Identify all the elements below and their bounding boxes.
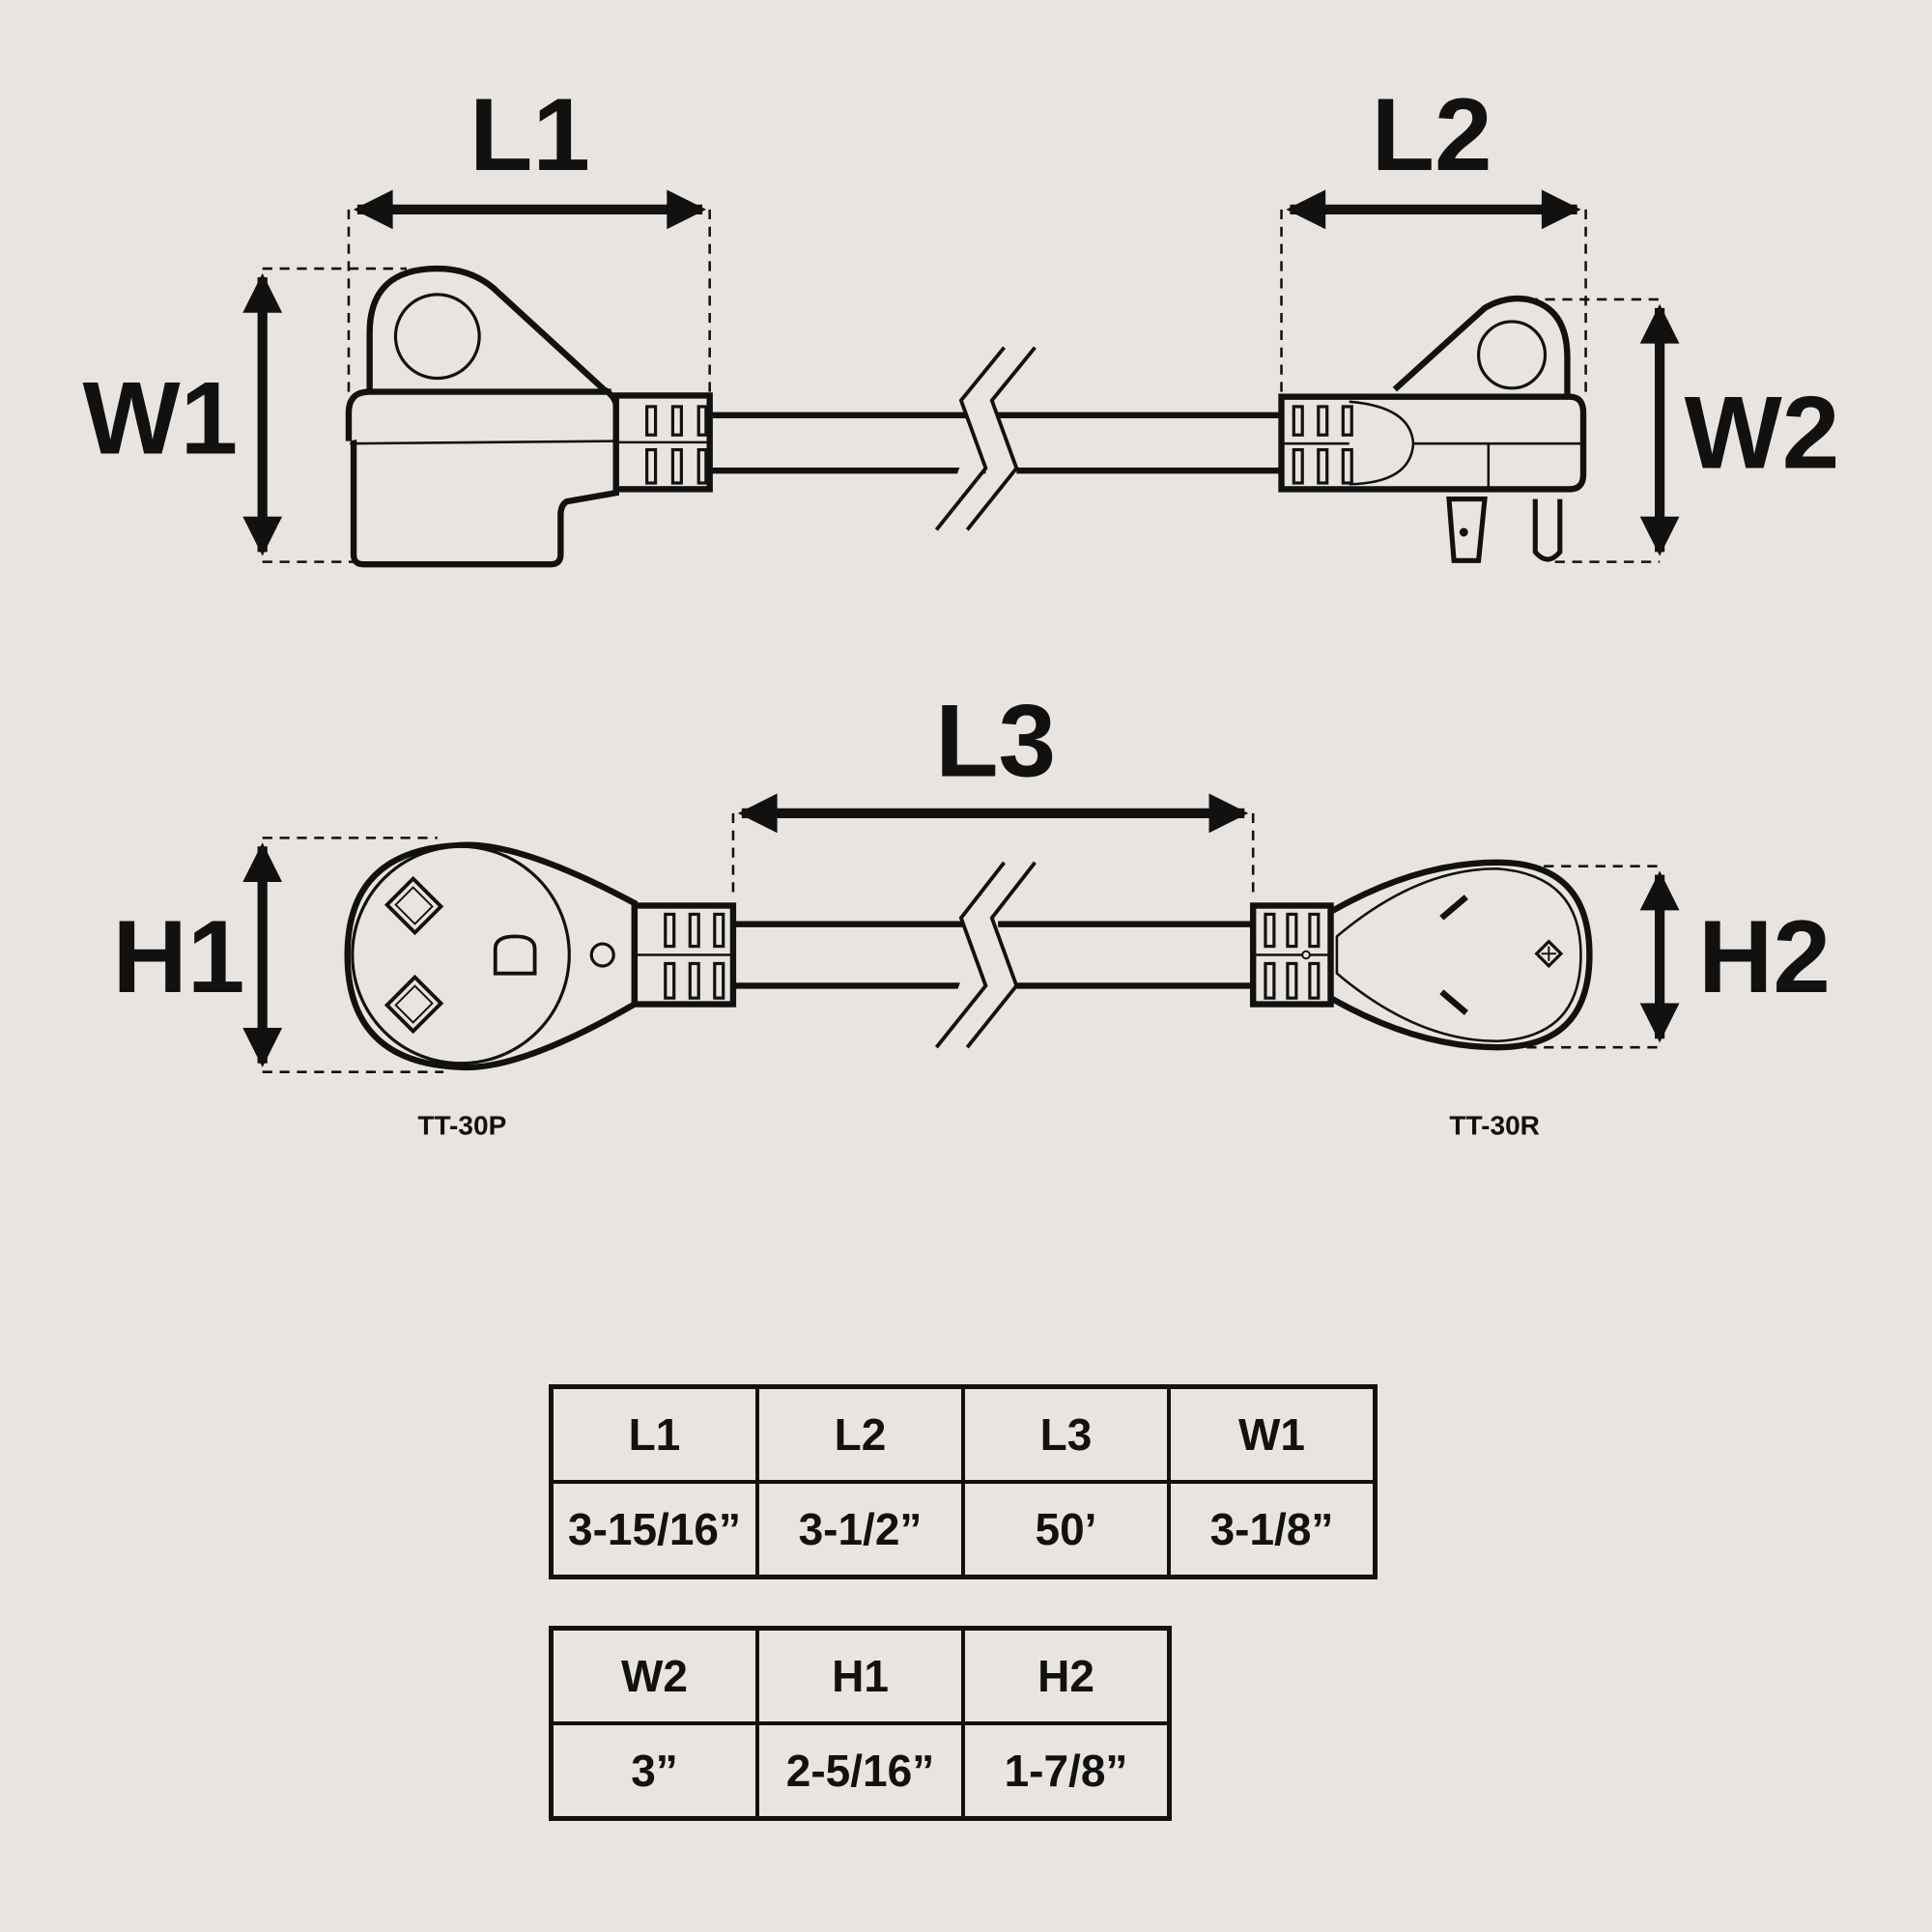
right-angle-connector xyxy=(345,265,713,568)
table-cell: 3-1/2” xyxy=(755,1480,965,1579)
table-cell: 1-7/8” xyxy=(961,1721,1172,1821)
tt-30p-caption: TT-30P xyxy=(417,1111,506,1141)
table-cell: 50’ xyxy=(961,1480,1171,1579)
label-h1: H1 xyxy=(112,898,244,1014)
tt-30r-receptacle-face xyxy=(1250,859,1593,1051)
label-l1: L1 xyxy=(469,76,590,192)
table-header: W2 xyxy=(549,1626,759,1725)
right-angle-plug xyxy=(1278,295,1587,563)
label-w1: W1 xyxy=(82,359,238,475)
label-l2: L2 xyxy=(1372,76,1492,192)
table-cell: 3” xyxy=(549,1721,759,1821)
table-cell: 3-1/8” xyxy=(1167,1480,1378,1579)
label-h2: H2 xyxy=(1698,898,1831,1014)
table-header: W1 xyxy=(1167,1384,1378,1484)
dimensions-table-1: L1 L2 L3 W1 3-15/16” 3-1/2” 50’ 3-1/8” xyxy=(549,1384,1378,1579)
table-header: L1 xyxy=(549,1384,759,1484)
top-cable xyxy=(709,346,1282,531)
table-header: H2 xyxy=(961,1626,1172,1725)
bottom-cable xyxy=(732,861,1254,1049)
tt-30r-caption: TT-30R xyxy=(1449,1111,1540,1141)
table-header: L3 xyxy=(961,1384,1171,1484)
table-cell: 2-5/16” xyxy=(755,1721,965,1821)
label-l3: L3 xyxy=(935,683,1056,799)
tt-30p-plug-face xyxy=(344,841,737,1071)
table-header: L2 xyxy=(755,1384,965,1484)
label-w2: W2 xyxy=(1685,375,1840,491)
table-cell: 3-15/16” xyxy=(549,1480,759,1579)
dimensions-table-2: W2 H1 H2 3” 2-5/16” 1-7/8” xyxy=(549,1626,1172,1821)
table-header: H1 xyxy=(755,1626,965,1725)
